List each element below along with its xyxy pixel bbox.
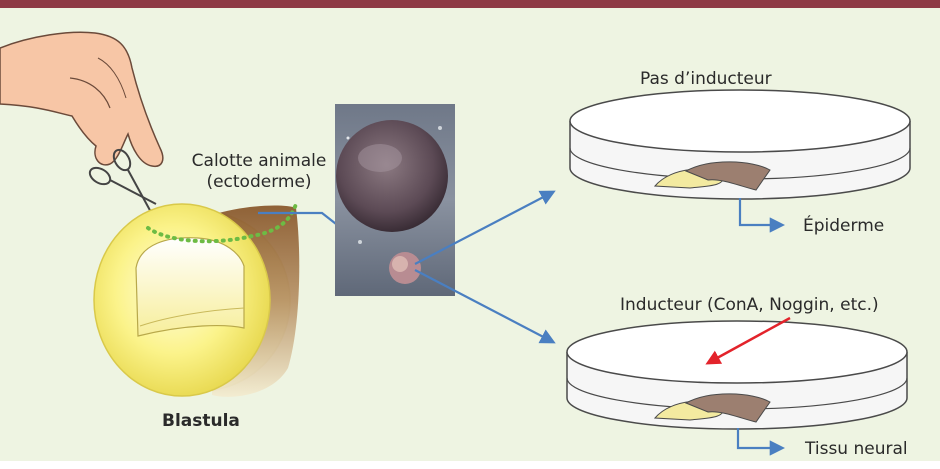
photo-of-explant (335, 104, 455, 296)
arrow-neural-tissue (738, 428, 782, 448)
arrow-epidermis (740, 198, 782, 225)
inducer-label: Inducteur (ConA, Noggin, etc.) (620, 295, 879, 316)
neural-tissue-label: Tissu neural (805, 439, 908, 460)
blastula-icon (94, 204, 299, 397)
calotte-label: Calotte animale (ectoderme) (168, 151, 350, 193)
blastula-label: Blastula (162, 411, 240, 432)
no-inducer-label: Pas d’inducteur (640, 69, 772, 90)
hand-with-scissors-icon (0, 32, 163, 214)
diagram-artwork (0, 8, 940, 469)
arrow-to-bottom-dish (415, 270, 553, 342)
petri-dish-icon (567, 321, 907, 429)
petri-dish-icon (570, 90, 910, 199)
epidermis-label: Épiderme (803, 216, 884, 237)
